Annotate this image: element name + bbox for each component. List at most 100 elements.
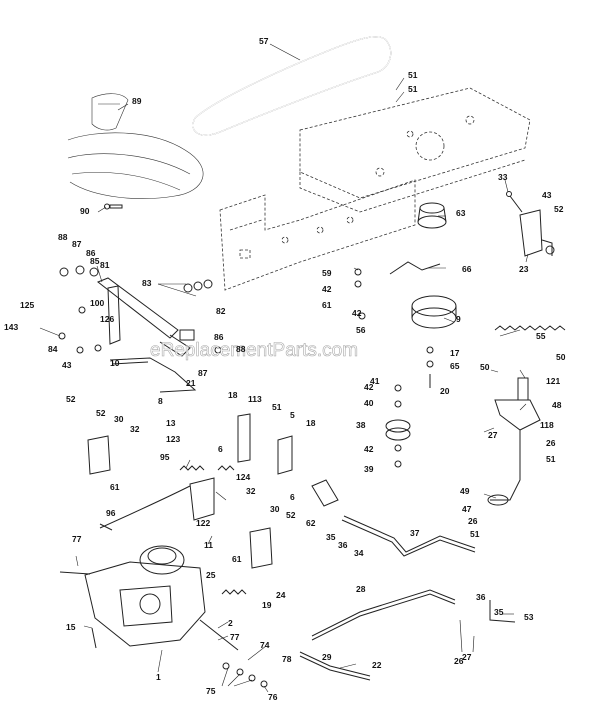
rod-53[interactable] xyxy=(489,600,516,623)
sleeve-62[interactable] xyxy=(311,479,339,507)
bolt-15[interactable] xyxy=(91,627,97,649)
part-label: 6 xyxy=(290,492,295,502)
part-label: 23 xyxy=(519,264,529,274)
part-label: 49 xyxy=(460,486,470,496)
part-label: 5 xyxy=(290,410,295,420)
part-label: 52 xyxy=(554,204,564,214)
part-label: 88 xyxy=(58,232,68,242)
part-label: 77 xyxy=(72,534,82,544)
shift-rod[interactable] xyxy=(109,357,197,393)
part-label: 125 xyxy=(20,300,34,310)
part-label: 43 xyxy=(542,190,552,200)
part-label: 75 xyxy=(206,686,216,696)
part-label: 90 xyxy=(80,206,90,216)
part-label: 57 xyxy=(259,36,269,46)
bracket-5[interactable] xyxy=(277,435,293,475)
part-label: 26 xyxy=(468,516,478,526)
small-hardware-left xyxy=(58,265,222,354)
part-label: 17 xyxy=(450,348,460,358)
part-label: 51 xyxy=(470,529,480,539)
part-label: 51 xyxy=(408,70,418,80)
pulley-63[interactable] xyxy=(417,202,447,229)
part-label: 32 xyxy=(246,486,256,496)
rod-22[interactable] xyxy=(299,651,371,681)
part-label: 59 xyxy=(322,268,332,278)
rod-96[interactable] xyxy=(99,485,191,531)
bracket-30b[interactable] xyxy=(249,527,273,569)
part-label: 78 xyxy=(282,654,292,664)
part-label: 86 xyxy=(86,248,96,258)
bracket-66[interactable] xyxy=(389,261,441,275)
part-label: 36 xyxy=(338,540,348,550)
bolt-33[interactable] xyxy=(506,191,523,213)
part-label: 48 xyxy=(552,400,562,410)
part-label: 20 xyxy=(440,386,450,396)
rod-28[interactable] xyxy=(311,589,456,641)
part-label: 26 xyxy=(546,438,556,448)
part-label: 76 xyxy=(268,692,278,702)
part-label: 52 xyxy=(66,394,76,404)
part-label: 95 xyxy=(160,452,170,462)
part-label: 77 xyxy=(230,632,240,642)
part-label: 11 xyxy=(204,540,213,550)
hardware-75 xyxy=(222,662,268,688)
drive-belt[interactable] xyxy=(192,36,392,136)
idler-arm-121[interactable] xyxy=(490,377,541,501)
spring-25[interactable] xyxy=(221,589,247,595)
center-hardware xyxy=(354,268,434,468)
part-label: 42 xyxy=(322,284,332,294)
part-label: 63 xyxy=(456,208,466,218)
part-label: 118 xyxy=(540,420,554,430)
spring-124[interactable] xyxy=(217,465,235,471)
part-label: 55 xyxy=(536,331,546,341)
clutch-9[interactable] xyxy=(411,295,457,329)
control-lever[interactable] xyxy=(97,277,191,357)
part-label: 41 xyxy=(370,376,380,386)
part-label: 27 xyxy=(462,652,472,662)
part-label: 34 xyxy=(354,548,364,558)
part-label: 88 xyxy=(236,344,246,354)
part-label: 33 xyxy=(498,172,508,182)
part-label: 1 xyxy=(156,672,161,682)
part-label: 124 xyxy=(236,472,250,482)
part-label: 87 xyxy=(198,368,208,378)
part-label: 18 xyxy=(228,390,238,400)
part-label: 28 xyxy=(356,584,366,594)
spring-55[interactable] xyxy=(494,325,566,331)
part-label: 122 xyxy=(196,518,210,528)
frame-side-rail xyxy=(219,179,416,291)
part-label: 30 xyxy=(114,414,124,424)
part-label: 66 xyxy=(462,264,472,274)
hitch-bracket[interactable] xyxy=(519,209,555,257)
part-label: 113 xyxy=(248,394,262,404)
part-label: 89 xyxy=(132,96,142,106)
part-label: 52 xyxy=(286,510,296,520)
part-label: 85 xyxy=(90,256,100,266)
part-label: 9 xyxy=(456,314,461,324)
part-labels: 57 51 51 89 90 33 43 52 63 23 88 87 86 8… xyxy=(4,36,566,702)
part-label: 81 xyxy=(100,260,110,270)
part-label: 43 xyxy=(62,360,72,370)
bracket-30[interactable] xyxy=(87,435,111,475)
transaxle[interactable] xyxy=(59,545,239,651)
part-label: 52 xyxy=(96,408,106,418)
part-label: 22 xyxy=(372,660,382,670)
part-label: 13 xyxy=(166,418,176,428)
idler-pulley-38[interactable] xyxy=(385,419,411,441)
bracket-113[interactable] xyxy=(237,413,251,463)
part-label: 21 xyxy=(186,378,196,388)
part-label: 65 xyxy=(450,361,460,371)
watermark: eReplacementParts.com xyxy=(150,340,358,361)
part-label: 26 xyxy=(454,656,464,666)
rod-37[interactable] xyxy=(341,515,476,557)
pulley-47[interactable] xyxy=(487,494,509,506)
part-label: 86 xyxy=(214,332,224,342)
spring-95[interactable] xyxy=(179,465,205,471)
part-label: 8 xyxy=(158,396,163,406)
seat-bolt[interactable] xyxy=(104,203,123,210)
part-label: 2 xyxy=(228,618,233,628)
part-label: 51 xyxy=(272,402,282,412)
part-label: 87 xyxy=(72,239,82,249)
bracket-122[interactable] xyxy=(189,477,215,521)
